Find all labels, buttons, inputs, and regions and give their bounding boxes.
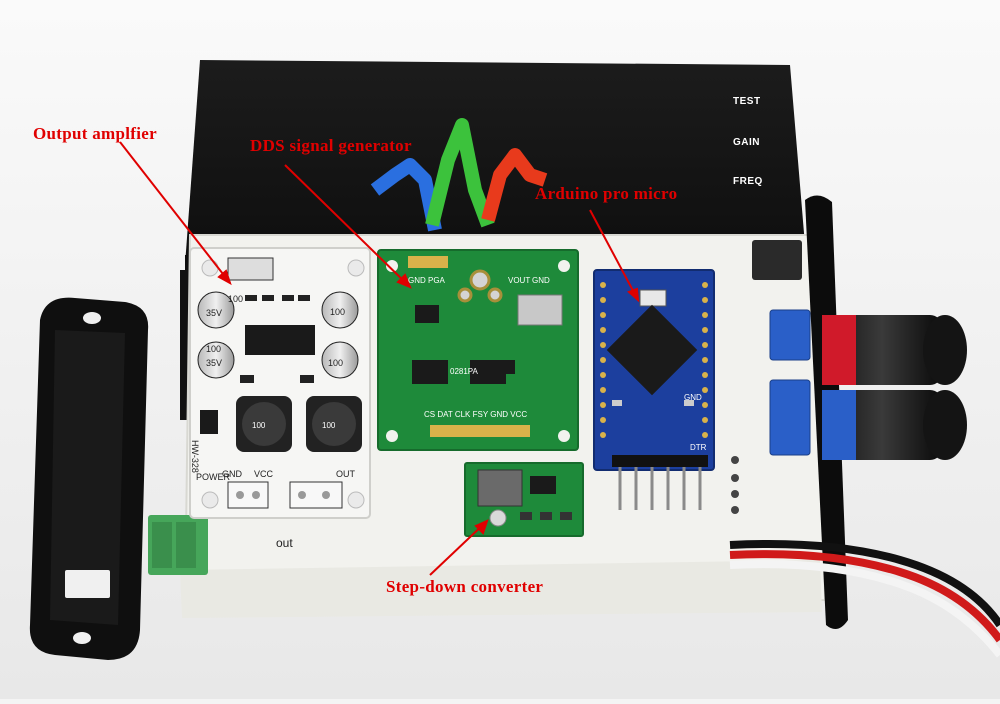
- dds-gnd2-label: GND: [532, 276, 550, 285]
- amplifier-board: [189, 247, 371, 519]
- callout-dds-generator: DDS signal generator: [250, 136, 412, 155]
- dds-bottom-labels: CS DAT CLK FSY GND VCC: [424, 410, 527, 419]
- arduino-gnd-label: GND: [684, 393, 702, 402]
- waveform-logo: [370, 118, 548, 232]
- panel-label-gain: GAIN: [733, 137, 760, 148]
- front-panel: [729, 195, 1000, 658]
- arduino-dtr-label: DTR: [690, 443, 707, 452]
- cap-value-4: 100: [328, 358, 343, 368]
- dds-chip-label: 0281PA: [450, 367, 479, 376]
- amp-gnd-label: GND: [222, 469, 243, 479]
- dds-vout-label: VOUT: [508, 276, 530, 285]
- panel-label-test: TEST: [733, 96, 761, 107]
- inductor-value-1: 100: [252, 421, 266, 430]
- callout-arrows: [119, 141, 640, 576]
- amp-power-label: POWER: [196, 472, 231, 482]
- amp-out-label: OUT: [336, 469, 356, 479]
- cover-plate: [29, 297, 149, 660]
- cap-value-3: 100: [330, 307, 345, 317]
- dds-board: [377, 249, 579, 451]
- callout-output-amplifier: Output amplfier: [33, 124, 157, 143]
- arduino-board: [593, 269, 715, 510]
- step-down-board: [464, 462, 584, 537]
- dds-gnd-label: GND: [408, 276, 426, 285]
- amp-board-id: HW-328: [190, 440, 200, 473]
- amp-vcc-label: VCC: [254, 469, 274, 479]
- base-out-label: out: [276, 536, 293, 550]
- cap-voltage-1: 35V: [206, 308, 222, 318]
- inductor-value-2: 100: [322, 421, 336, 430]
- cap-voltage-2: 35V: [206, 358, 222, 368]
- terminal-block: [148, 515, 208, 575]
- cap-value-1: 100: [228, 294, 243, 304]
- cap-value-2: 100: [206, 344, 221, 354]
- dds-pga-label: PGA: [428, 276, 446, 285]
- callout-arduino: Arduino pro micro: [535, 184, 678, 203]
- panel-label-freq: FREQ: [733, 176, 763, 187]
- callout-step-down: Step-down converter: [386, 577, 544, 596]
